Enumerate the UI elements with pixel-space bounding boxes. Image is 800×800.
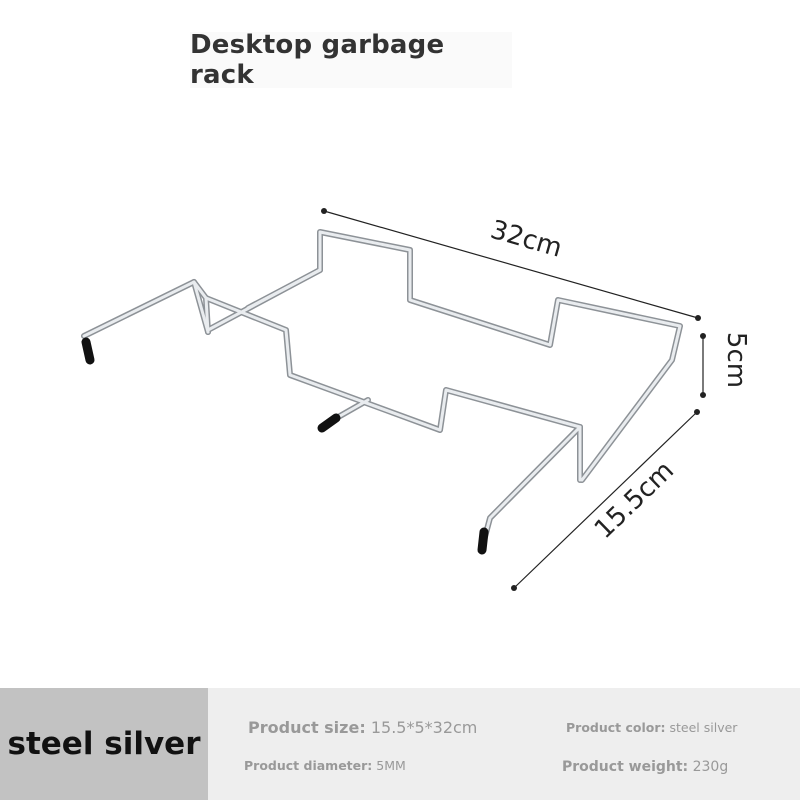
spec-size: Product size: 15.5*5*32cm [248, 718, 477, 737]
dimension-dots [321, 208, 706, 591]
rubber-caps [81, 337, 489, 555]
rack-wire-shadow [84, 232, 680, 548]
spec-footer: steel silver Product size: 15.5*5*32cm P… [0, 688, 800, 800]
spec-color-label: Product color: [566, 720, 666, 735]
spec-color-value: steel silver [669, 720, 738, 735]
page-title: Desktop garbage rack [190, 30, 445, 90]
rack-wire [82, 230, 682, 550]
dimension-length-label: 32cm [487, 215, 565, 264]
rack-illustration: 32cm 5cm 15.5cm [0, 208, 751, 591]
rubber-cap-middle [317, 413, 341, 433]
spec-color: Product color: steel silver [566, 720, 737, 735]
title-box: Desktop garbage rack [190, 30, 512, 90]
spec-weight-label: Product weight: [562, 759, 689, 775]
spec-size-value: 15.5*5*32cm [370, 718, 478, 737]
variant-swatch[interactable]: steel silver [0, 688, 208, 800]
rubber-cap-left [81, 337, 95, 365]
spec-diameter-value: 5MM [376, 758, 406, 773]
dimension-height-label: 5cm [721, 332, 751, 388]
spec-diameter-label: Product diameter: [244, 758, 373, 773]
variant-label: steel silver [7, 726, 201, 762]
spec-weight: Product weight: 230g [562, 759, 728, 775]
dimension-width-label: 15.5cm [589, 456, 680, 545]
rubber-cap-right [477, 527, 489, 555]
spec-size-label: Product size: [248, 718, 366, 737]
dimension-lines [323, 210, 704, 589]
spec-diameter: Product diameter: 5MM [244, 758, 406, 773]
spec-weight-value: 230g [692, 759, 729, 775]
